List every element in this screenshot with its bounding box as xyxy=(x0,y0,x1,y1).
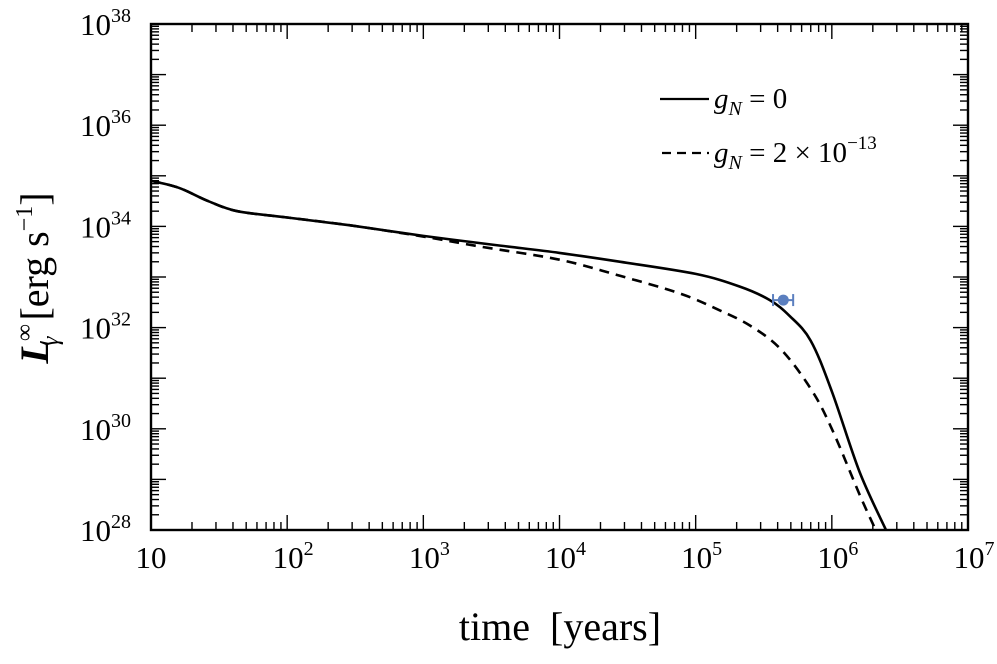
x-tick-label: 103 xyxy=(409,538,450,575)
y-tick-label: 1028 xyxy=(80,511,131,548)
axes-frame xyxy=(149,22,970,532)
x-tick-label: 105 xyxy=(681,538,722,575)
svg-text:L∞γ [erg s−1]: L∞γ [erg s−1] xyxy=(12,192,64,364)
y-tick-label: 1034 xyxy=(80,207,131,244)
observation-point xyxy=(772,294,795,307)
x-tick-labels: 10 102 103 104 105 106 107 xyxy=(136,538,995,575)
x-tick-label: 107 xyxy=(954,538,995,575)
x-tick-label: 106 xyxy=(817,538,858,575)
data-series xyxy=(151,179,888,530)
x-axis-title: time [years] xyxy=(459,604,661,649)
x-tick-label: 10 xyxy=(136,540,167,575)
axis-ticks xyxy=(150,24,968,531)
x-tick-label: 104 xyxy=(545,538,586,575)
data-point-marker xyxy=(777,294,789,306)
legend: gN = 0 gN = 2 × 10−13 xyxy=(660,83,877,174)
y-tick-labels: 1028 1030 1032 1034 1036 1038 xyxy=(80,5,131,548)
series-solid-line xyxy=(151,179,888,530)
y-tick-label: 1036 xyxy=(80,106,131,143)
plot-frame xyxy=(149,22,970,532)
y-tick-label: 1032 xyxy=(80,309,131,346)
legend-label-gn-2e-13: gN = 2 × 10−13 xyxy=(714,133,877,174)
y-axis-title: L∞γ [erg s−1] xyxy=(12,192,64,364)
y-tick-label: 1038 xyxy=(80,5,131,42)
series-dashed-line xyxy=(151,179,877,530)
x-tick-label: 102 xyxy=(273,538,314,575)
y-tick-label: 1030 xyxy=(80,410,131,447)
legend-label-gn-0: gN = 0 xyxy=(714,83,787,120)
